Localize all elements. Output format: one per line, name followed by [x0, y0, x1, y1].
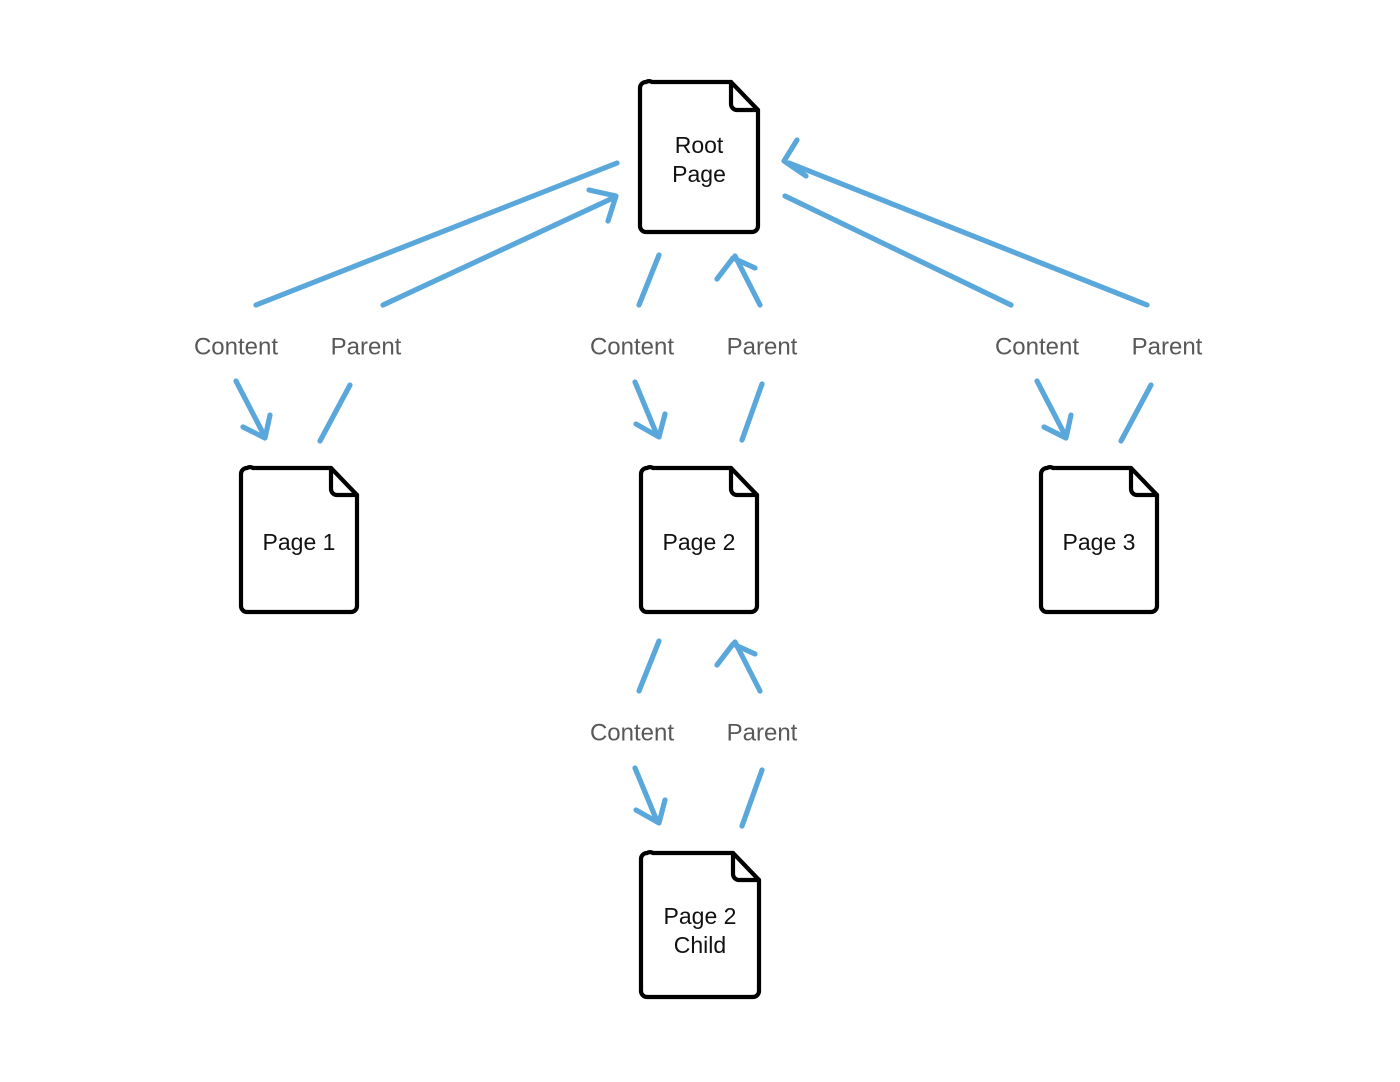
document-icon [638, 465, 760, 615]
arrowhead-icon [633, 797, 668, 826]
node-label-line: Page 2 [664, 903, 737, 929]
edge-label-page2-content-child: Content [590, 719, 674, 746]
edge-label-page3-parent-root: Parent [1132, 333, 1203, 360]
edge-root-content-page1 [233, 160, 620, 441]
node-label-line: Page [672, 161, 726, 187]
edge-line-segment [739, 381, 765, 443]
arrowhead-icon [633, 411, 668, 440]
edge-line-segment [636, 638, 662, 694]
node-label-line: Page 1 [263, 529, 336, 555]
edge-root-content-page3 [782, 193, 1074, 441]
edge-label-child-parent-page2: Parent [727, 719, 798, 746]
edge-page2-content-child [632, 638, 668, 826]
node-label-line: Root [675, 132, 724, 158]
edge-line-segment [253, 160, 620, 308]
document-fold-icon [728, 79, 761, 113]
edge-line-segment [1118, 382, 1154, 444]
node-page-2[interactable]: Page 2 [638, 465, 760, 615]
node-page-1[interactable]: Page 1 [238, 465, 360, 615]
edge-label-root-content-page1: Content [194, 333, 278, 360]
arrowhead-icon [714, 255, 758, 282]
edge-page3-parent-root [781, 137, 1154, 444]
arrowhead-icon [714, 641, 758, 668]
edge-line-segment [233, 378, 267, 438]
node-label-line: Child [674, 932, 726, 958]
edge-label-page2-parent-root: Parent [727, 333, 798, 360]
document-icon [638, 850, 762, 1000]
document-fold-icon [328, 465, 360, 498]
document-fold-icon [728, 465, 760, 498]
document-icon [1038, 465, 1160, 615]
edge-line-segment [739, 767, 765, 829]
edge-line-segment [317, 382, 353, 444]
edge-page2-parent-root [714, 253, 765, 443]
node-page-3[interactable]: Page 3 [1038, 465, 1160, 615]
edge-line-segment [380, 195, 616, 308]
edge-line-segment [786, 160, 1150, 308]
arrowhead-icon [1041, 412, 1074, 441]
document-fold-icon [1128, 465, 1160, 498]
document-fold-icon [730, 850, 762, 883]
edge-line-segment [632, 379, 660, 438]
edge-label-root-content-page2: Content [590, 333, 674, 360]
document-icon [238, 465, 360, 615]
edge-label-page1-parent-root: Parent [331, 333, 402, 360]
node-page-2-child[interactable]: Page 2 Child [638, 850, 762, 1000]
edge-child-parent-page2 [714, 639, 765, 829]
arrowhead-icon [781, 137, 809, 179]
edge-line-segment [632, 765, 660, 824]
edge-line-segment [732, 253, 763, 308]
edge-root-content-page2 [632, 252, 668, 440]
node-label-line: Page 2 [663, 529, 736, 555]
node-root-page[interactable]: Root Page [637, 79, 761, 235]
edge-line-segment [1034, 378, 1068, 438]
arrowhead-icon [240, 412, 273, 441]
edge-line-segment [782, 193, 1014, 308]
arrowhead-icon [586, 187, 619, 224]
edge-label-root-content-page3: Content [995, 333, 1079, 360]
node-label-line: Page 3 [1063, 529, 1136, 555]
edge-page1-parent-root [317, 187, 619, 444]
edge-line-segment [732, 639, 763, 694]
edge-line-segment [636, 252, 662, 308]
document-icon [637, 79, 761, 235]
